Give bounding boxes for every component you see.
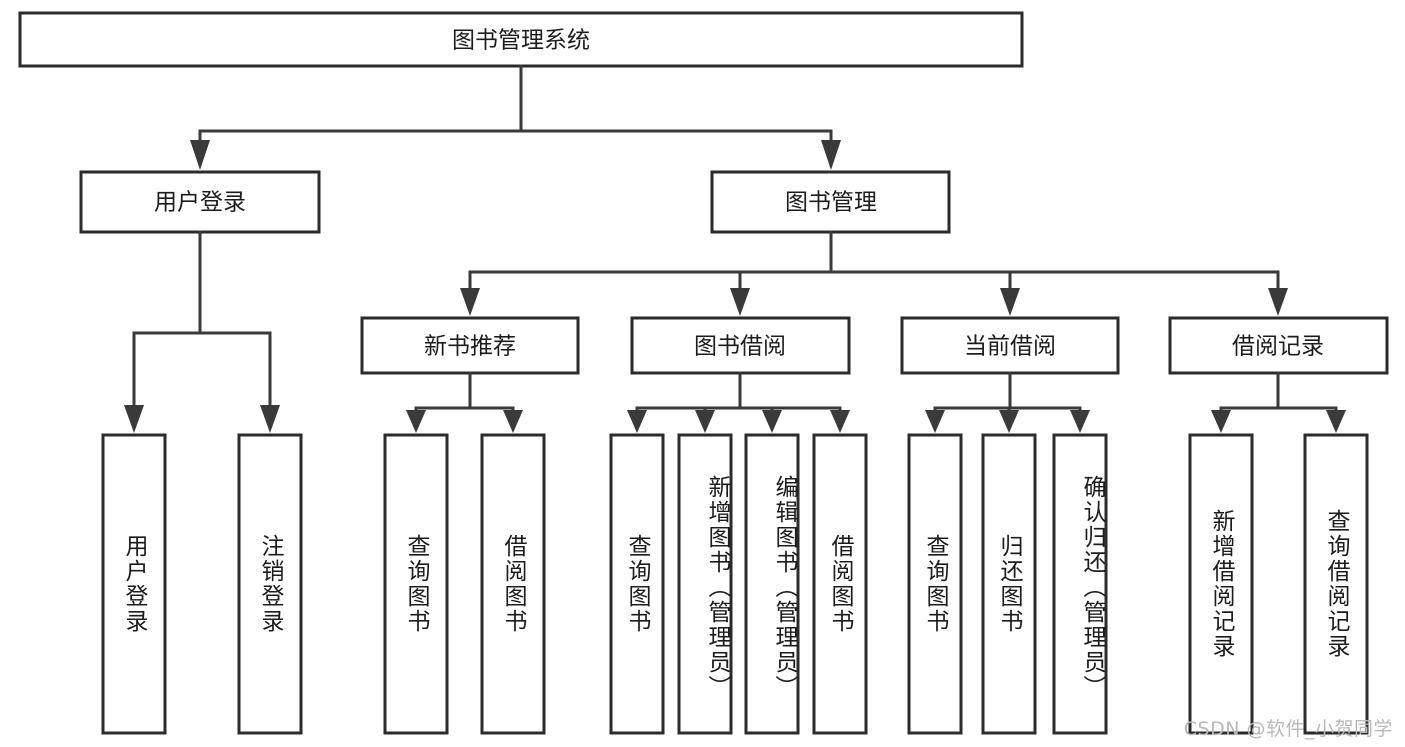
node-book-manage[interactable]: 图书管理 [710, 170, 951, 234]
node-book-borrow-label: 图书借阅 [694, 334, 786, 360]
node-book-borrow[interactable]: 图书借阅 [630, 316, 851, 375]
leaf-box-borrow-book-rec[interactable] [480, 433, 546, 735]
connector-book-manage-to-level3 [460, 230, 1288, 316]
leaf-box-user-login[interactable] [101, 433, 167, 735]
leaf-box-add-record[interactable] [1188, 433, 1254, 735]
leaf-box-confirm-return[interactable] [1052, 433, 1108, 735]
node-new-book-rec[interactable]: 新书推荐 [360, 316, 580, 375]
node-user-login[interactable]: 用户登录 [79, 170, 321, 234]
leaf-box-add-book[interactable] [677, 433, 733, 735]
leaf-box-edit-book[interactable] [744, 433, 800, 735]
connector-book-borrow-to-leaves [627, 371, 850, 433]
leaf-box-logout[interactable] [237, 433, 303, 735]
connector-borrow-record-to-leaves [1211, 371, 1346, 433]
node-book-manage-label: 图书管理 [785, 190, 877, 216]
connector-current-borrow-to-leaves [925, 371, 1090, 433]
leaf-box-return-book[interactable] [981, 433, 1037, 735]
watermark-text: CSDN @软件_小贺同学 [1183, 718, 1393, 740]
leaf-box-query-book-cur[interactable] [907, 433, 963, 735]
node-root[interactable]: 图书管理系统 [18, 11, 1024, 68]
leaf-boxes [101, 433, 1369, 735]
node-root-label: 图书管理系统 [452, 28, 590, 54]
node-borrow-record-label: 借阅记录 [1232, 334, 1324, 360]
connector-new-book-rec-to-leaves [406, 371, 523, 433]
node-new-book-rec-label: 新书推荐 [424, 334, 516, 360]
leaf-box-query-book-borrow[interactable] [609, 433, 665, 735]
connector-user-login-to-leaves [124, 230, 280, 433]
leaf-box-query-book-rec[interactable] [383, 433, 449, 735]
leaf-box-borrow-book[interactable] [812, 433, 868, 735]
node-user-login-label: 用户登录 [154, 190, 246, 216]
connector-root-to-level2 [190, 64, 841, 170]
node-borrow-record[interactable]: 借阅记录 [1168, 316, 1389, 375]
leaf-box-query-record[interactable] [1303, 433, 1369, 735]
node-current-borrow[interactable]: 当前借阅 [900, 316, 1120, 375]
node-current-borrow-label: 当前借阅 [964, 334, 1056, 360]
